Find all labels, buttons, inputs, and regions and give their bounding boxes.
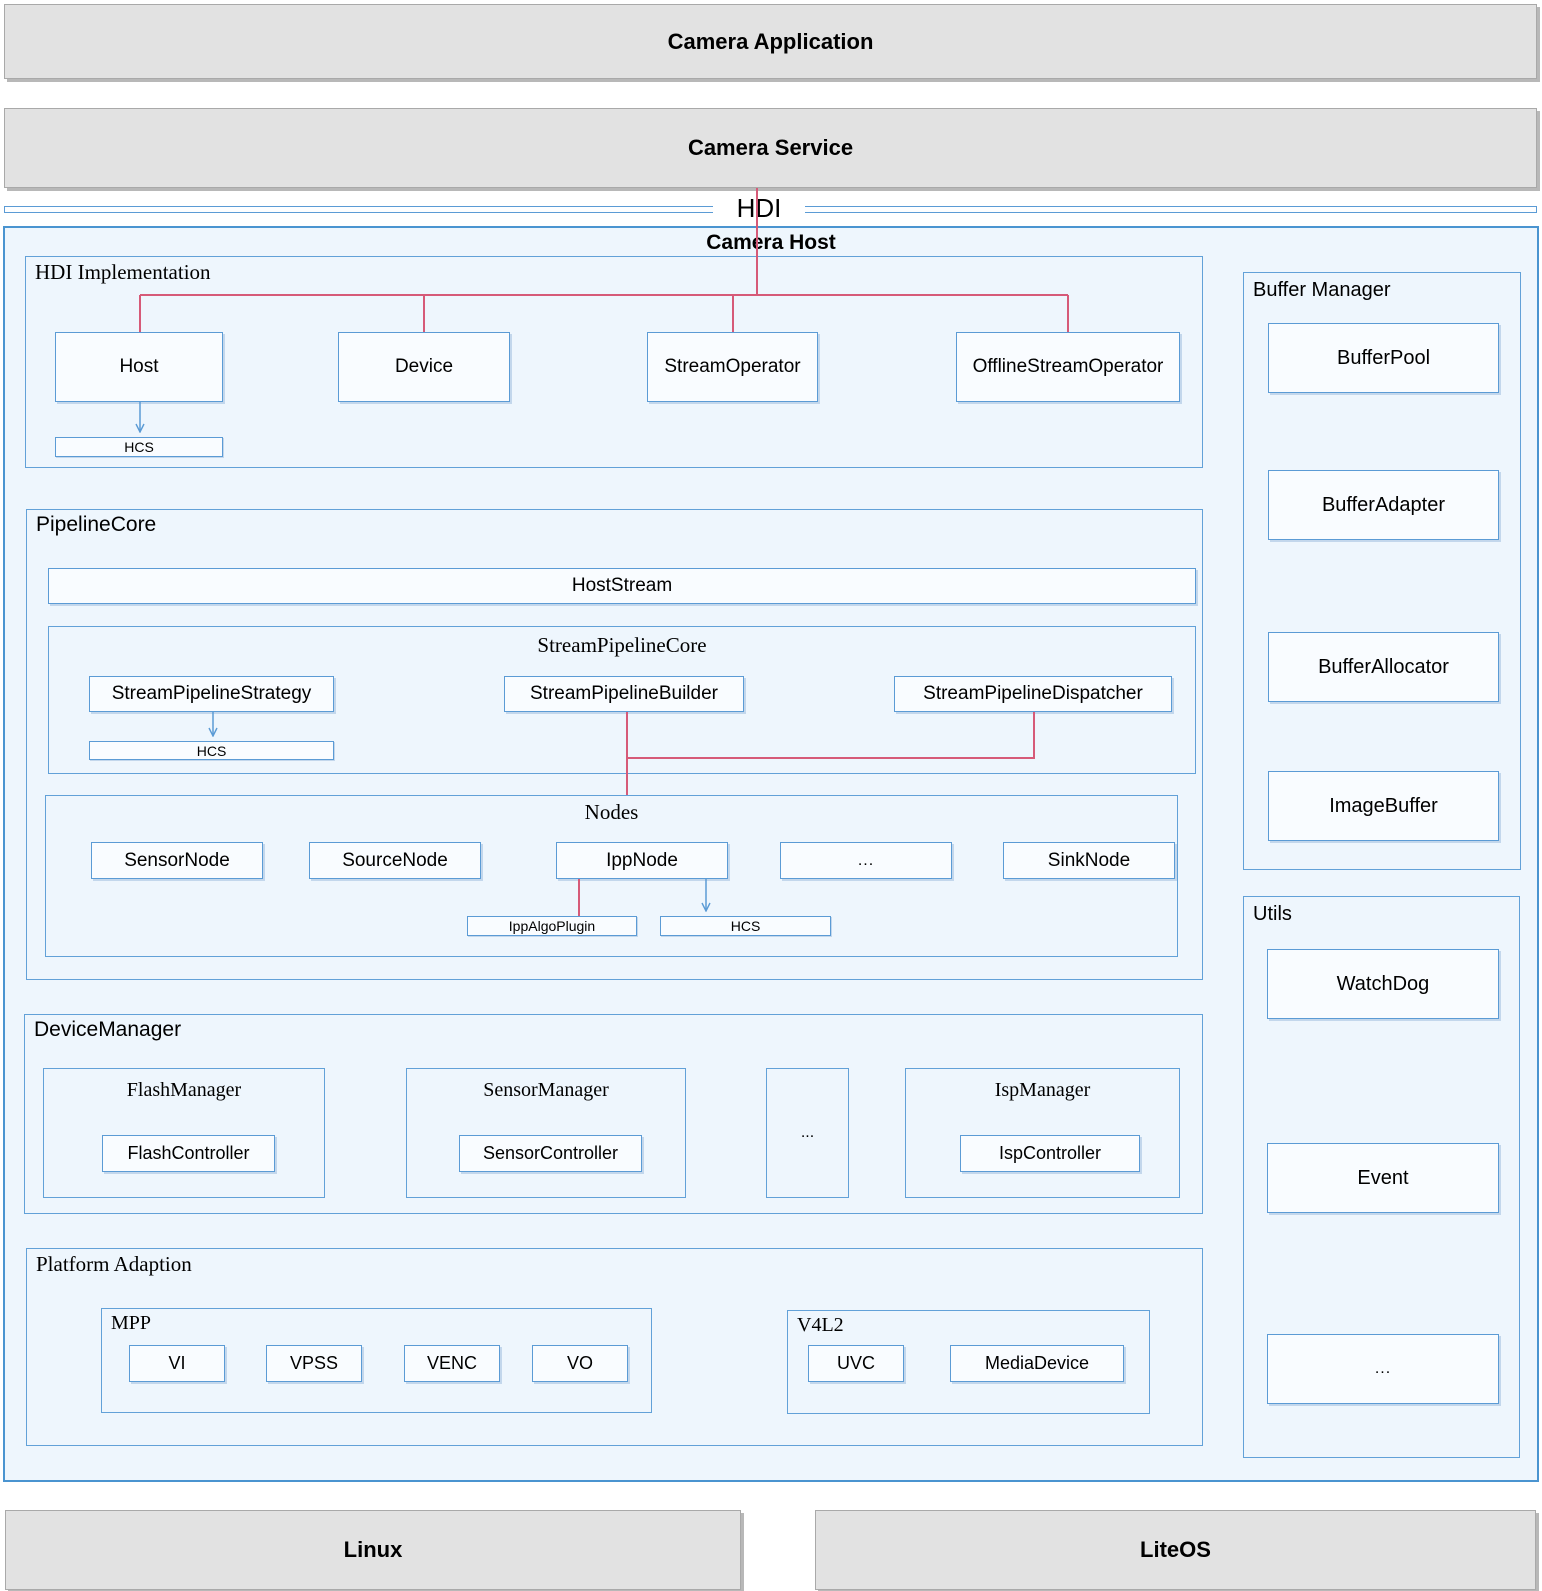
flash-manager-title: FlashManager — [126, 1079, 242, 1101]
nodes-title: Nodes — [584, 800, 639, 824]
isp-manager-box: IspManager IspController — [905, 1068, 1180, 1198]
mpp-box: MPP VI VPSS VENC VO — [101, 1308, 652, 1413]
host-box: Host — [55, 332, 223, 402]
camera-application-layer: Camera Application — [4, 4, 1537, 79]
buffer-pool-box: BufferPool — [1268, 323, 1499, 393]
ipp-algo-plugin-box: IppAlgoPlugin — [467, 916, 637, 936]
linux-layer: Linux — [5, 1510, 741, 1590]
source-node-box: SourceNode — [309, 842, 481, 879]
device-box: Device — [338, 332, 510, 402]
isp-manager-title: IspManager — [994, 1079, 1091, 1101]
hdi-impl-hcs-box: HCS — [55, 437, 223, 457]
stream-pipeline-strategy-box: StreamPipelineStrategy — [89, 676, 334, 712]
nodes-ellipsis-box: ... — [780, 842, 952, 879]
watchdog-box: WatchDog — [1267, 949, 1499, 1019]
event-box: Event — [1267, 1143, 1499, 1213]
nodes-hcs-box: HCS — [660, 916, 831, 936]
camera-service-layer: Camera Service — [4, 108, 1537, 188]
flash-controller-box: FlashController — [102, 1135, 275, 1172]
sensor-controller-box: SensorController — [459, 1135, 642, 1172]
device-manager-title: DeviceManager — [34, 1018, 182, 1041]
stream-pipeline-builder-box: StreamPipelineBuilder — [504, 676, 744, 712]
vi-box: VI — [129, 1345, 225, 1382]
stream-pipeline-hcs-box: HCS — [89, 741, 334, 760]
liteos-layer: LiteOS — [815, 1510, 1536, 1590]
sensor-manager-box: SensorManager SensorController — [406, 1068, 686, 1198]
mpp-title: MPP — [111, 1312, 152, 1334]
hdi-implementation-title: HDI Implementation — [35, 260, 211, 284]
sensor-node-box: SensorNode — [91, 842, 263, 879]
ipp-node-box: IppNode — [556, 842, 728, 879]
image-buffer-box: ImageBuffer — [1268, 771, 1499, 841]
media-device-box: MediaDevice — [950, 1345, 1124, 1382]
camera-host-title: Camera Host — [706, 231, 836, 254]
hdi-label: HDI — [713, 194, 805, 222]
buffer-allocator-box: BufferAllocator — [1268, 632, 1499, 702]
stream-pipeline-dispatcher-box: StreamPipelineDispatcher — [894, 676, 1172, 712]
buffer-adapter-box: BufferAdapter — [1268, 470, 1499, 540]
sensor-manager-title: SensorManager — [483, 1079, 609, 1101]
utils-ellipsis-box: ... — [1267, 1334, 1499, 1404]
device-manager-ellipsis-box: ... — [766, 1068, 849, 1198]
venc-box: VENC — [404, 1345, 500, 1382]
stream-pipeline-core-title: StreamPipelineCore — [537, 633, 707, 657]
offline-stream-operator-box: OfflineStreamOperator — [956, 332, 1180, 402]
isp-controller-box: IspController — [960, 1135, 1140, 1172]
v4l2-title: V4L2 — [797, 1314, 844, 1336]
pipeline-core-title: PipelineCore — [36, 513, 157, 536]
buffer-manager-section: Buffer Manager BufferPool BufferAdapter … — [1243, 272, 1521, 870]
buffer-manager-title: Buffer Manager — [1253, 279, 1391, 301]
vo-box: VO — [532, 1345, 628, 1382]
uvc-box: UVC — [808, 1345, 904, 1382]
vpss-box: VPSS — [266, 1345, 362, 1382]
sink-node-box: SinkNode — [1003, 842, 1175, 879]
utils-title: Utils — [1253, 903, 1292, 925]
platform-adaption-title: Platform Adaption — [36, 1252, 192, 1276]
stream-operator-box: StreamOperator — [647, 332, 818, 402]
utils-section: Utils WatchDog Event ... — [1243, 896, 1520, 1458]
v4l2-box: V4L2 UVC MediaDevice — [787, 1310, 1150, 1414]
host-stream-box: HostStream — [48, 568, 1196, 604]
flash-manager-box: FlashManager FlashController — [43, 1068, 325, 1198]
